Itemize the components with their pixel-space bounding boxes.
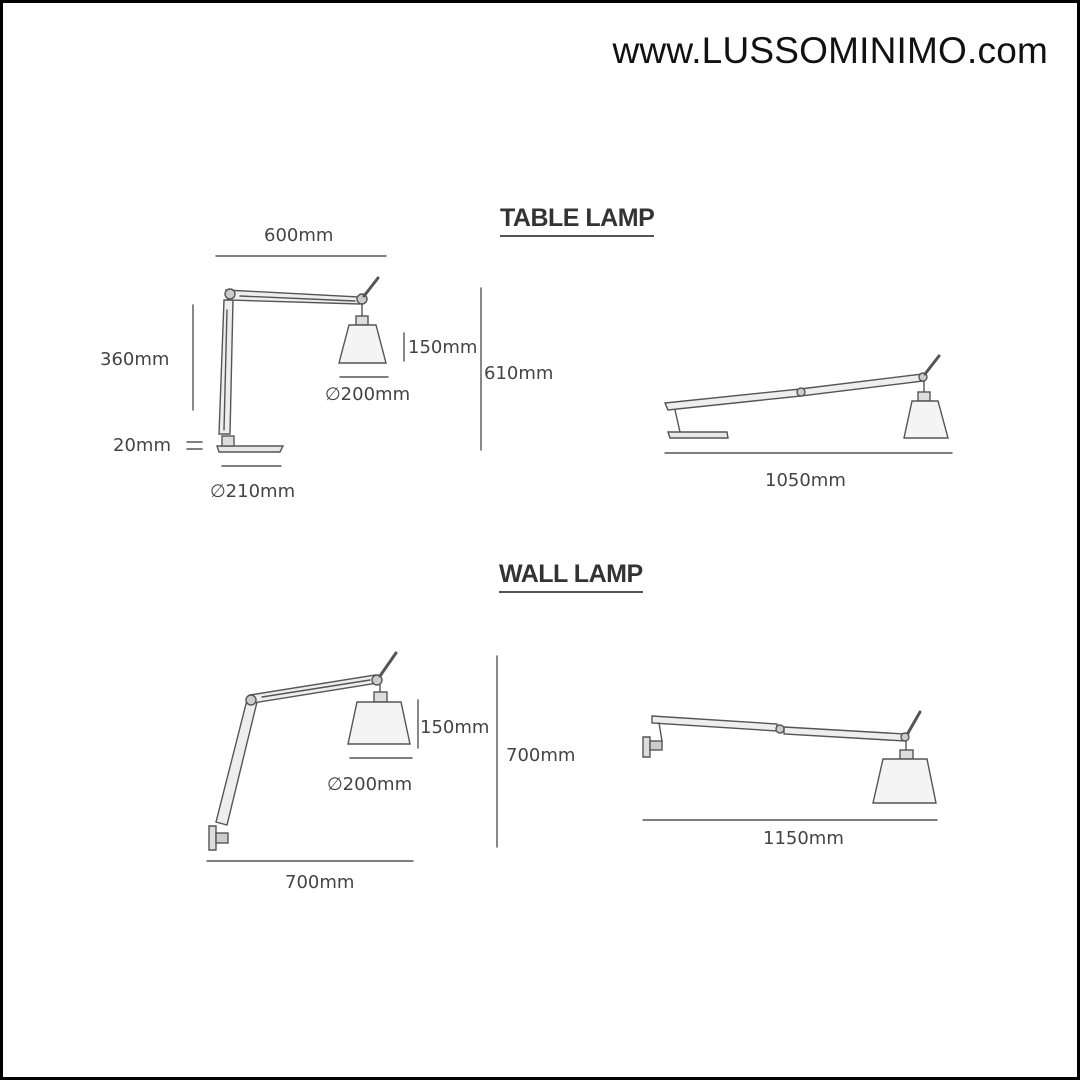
table-extended-arm-2 (799, 373, 924, 397)
table-shade-height-label: 150mm (408, 337, 478, 358)
table-extended-shade (903, 400, 949, 439)
wall-total-height-label: 700mm (506, 745, 576, 766)
table-lamp-shade (338, 324, 387, 364)
wall-lamp-shade (347, 701, 411, 745)
table-arm-width-label: 600mm (264, 225, 334, 246)
table-total-height-label: 610mm (484, 363, 554, 384)
table-arm-height-label: 360mm (100, 349, 170, 370)
wall-lamp-mount (208, 825, 217, 851)
table-lamp-heading: TABLE LAMP (500, 204, 655, 237)
table-extended-arm-1 (663, 388, 802, 411)
wall-shade-diameter-label: ∅200mm (327, 774, 413, 795)
wall-extended-arm-2 (783, 726, 906, 742)
wall-lamp-heading: WALL LAMP (499, 560, 643, 593)
wall-extended-length-label: 1150mm (763, 828, 844, 849)
wall-extended-mount (642, 736, 651, 758)
wall-reach-label: 700mm (285, 872, 355, 893)
table-shade-diameter-label: ∅200mm (325, 384, 411, 405)
table-extended-base (667, 431, 729, 439)
wall-shade-height-label: 150mm (420, 717, 490, 738)
table-extended-length-label: 1050mm (765, 470, 846, 491)
table-lamp-base (216, 445, 285, 453)
wall-extended-arm-1 (651, 715, 778, 732)
table-base-diameter-label: ∅210mm (210, 481, 296, 502)
table-base-height-label: 20mm (113, 435, 171, 456)
site-url: www.LUSSOMINIMO.com (612, 30, 1048, 71)
table-lamp-upper-arm (225, 289, 361, 305)
wall-extended-shade (872, 758, 937, 804)
wall-lamp-lower-arm (215, 699, 258, 826)
